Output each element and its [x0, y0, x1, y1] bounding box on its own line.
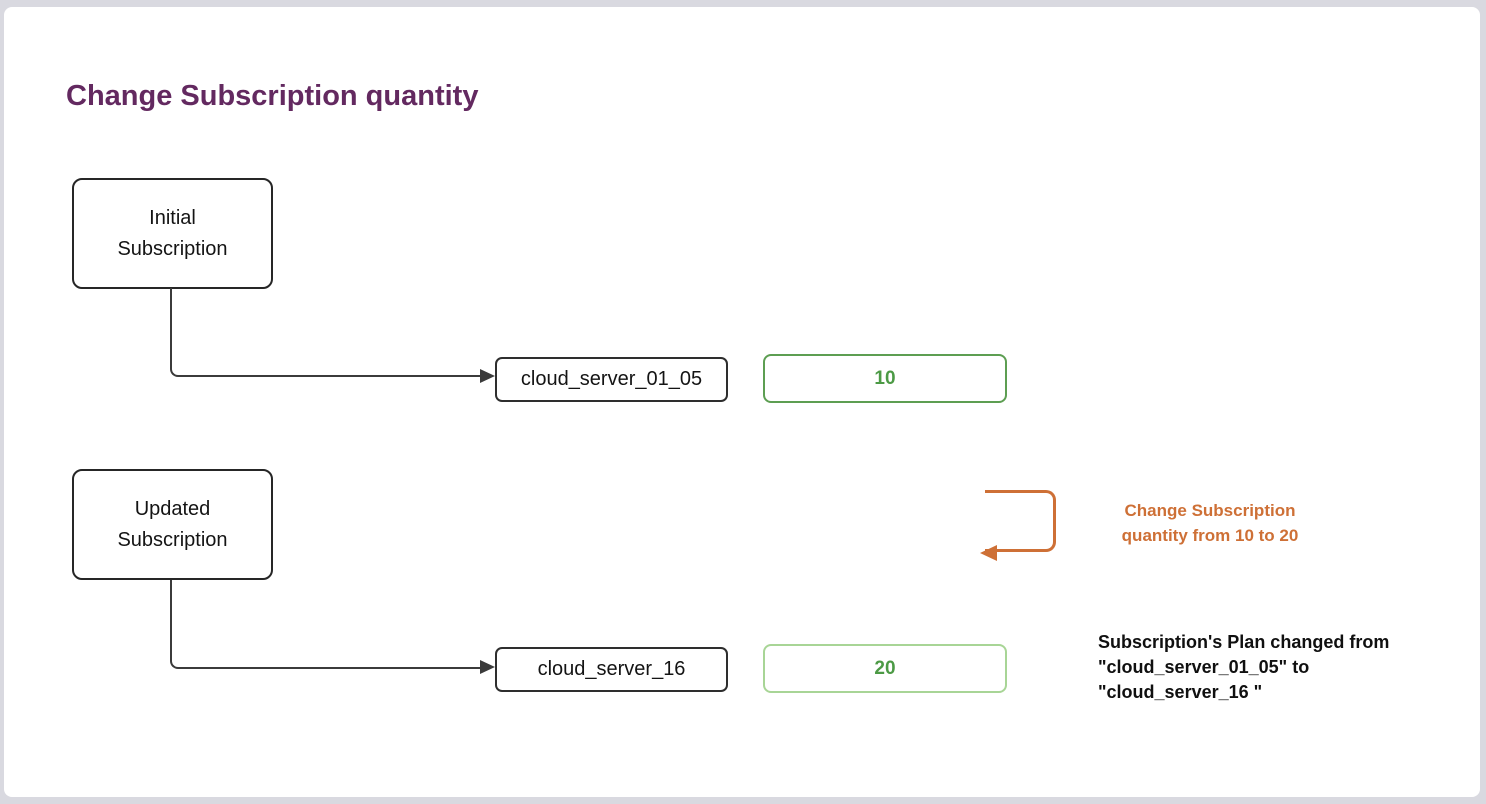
return-arrowhead-icon [980, 545, 997, 561]
quantity-change-annotation: Change Subscription quantity from 10 to … [1121, 501, 1299, 545]
node-initial-subscription: Initial Subscription [72, 178, 273, 289]
diagram-canvas [4, 7, 1480, 797]
return-arrow-icon [985, 490, 1056, 552]
node-updated-quantity: 20 [763, 644, 1007, 693]
connector-initial-to-plan [170, 288, 482, 377]
connector-updated-to-plan [170, 580, 482, 669]
connector-arrowhead-icon [480, 660, 495, 674]
node-initial-plan: cloud_server_01_05 [495, 357, 728, 402]
plan-change-annotation: Subscription's Plan changed from "cloud_… [1098, 632, 1390, 702]
page-title: Change Subscription quantity [66, 80, 479, 112]
node-updated-plan: cloud_server_16 [495, 647, 728, 692]
connector-arrowhead-icon [480, 369, 495, 383]
node-updated-subscription: Updated Subscription [72, 469, 273, 580]
node-initial-quantity: 10 [763, 354, 1007, 403]
